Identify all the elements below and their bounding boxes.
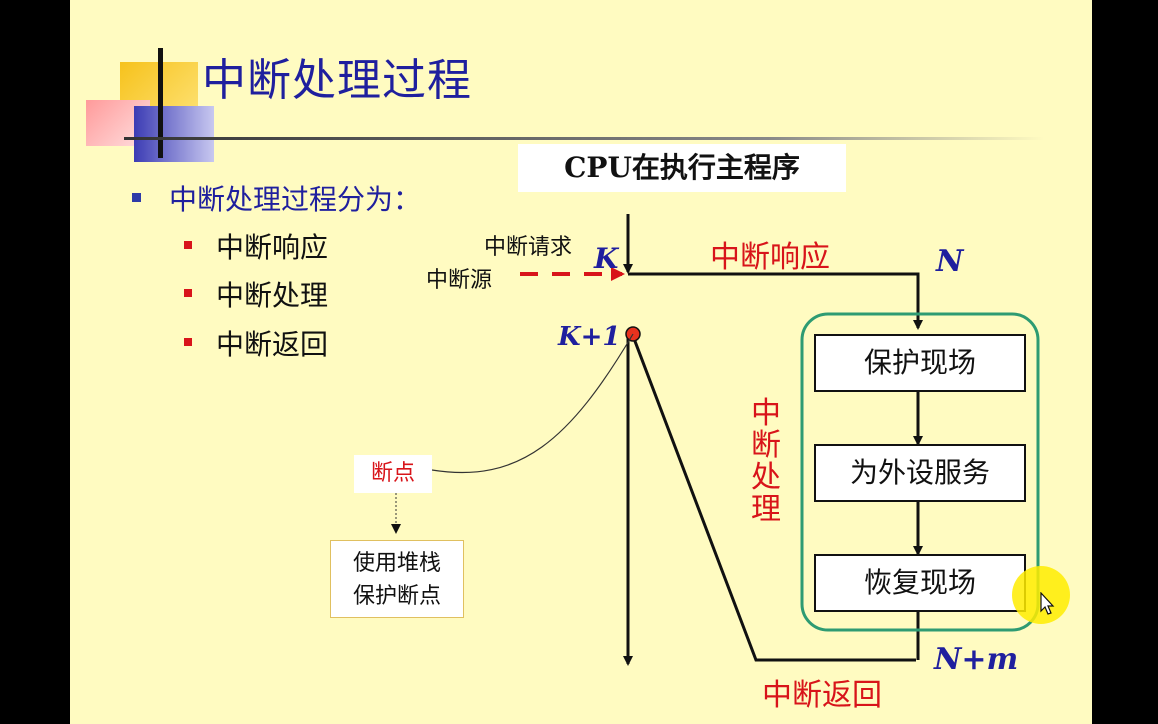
bullet-square-icon [132,192,141,202]
slide: 中断处理过程 中断处理过程分为： 中断响应 中断处理 中断返回 [70,0,1092,724]
vertical-char: 理 [751,492,781,527]
label-n: N [936,244,964,279]
label-k: K [594,242,619,275]
breakpoint-label: 断点 [354,455,432,493]
label-k-plus-1: K+1 [558,322,621,352]
return-path [631,335,916,662]
vertical-char: 处 [751,460,781,495]
mouse-cursor-icon [1040,592,1055,615]
interrupt-request-label: 中断请求 [484,235,573,260]
page-title: 中断处理过程 [202,55,472,106]
stack-note: 使用堆栈 保护断点 [330,540,464,618]
deco-blue-square [134,106,214,162]
vertical-char: 中 [751,396,781,431]
bullet-square-icon [184,338,192,346]
flow-diagram-lines [391,214,1040,666]
interrupt-return-label: 中断返回 [762,678,882,713]
bullet-item-response: 中断响应 [184,226,328,266]
bullet-item-text: 中断响应 [216,231,329,264]
bullet-main: 中断处理过程分为： [132,178,421,218]
title-underline [124,137,1044,140]
vertical-char: 断 [751,428,781,463]
stack-note-line: 保护断点 [352,584,441,609]
interrupt-handling-frame [800,312,1040,632]
interrupt-handling-vertical-label: 中 断 处 理 [750,398,782,526]
stack-note-line: 使用堆栈 [352,551,441,576]
bullet-item-text: 中断返回 [216,328,329,361]
response-path [628,272,923,330]
interrupt-response-label: 中断响应 [710,240,830,275]
step-service-device: 为外设服务 [814,444,1026,502]
bullet-item-text: 中断处理 [216,279,329,312]
step-restore-context: 恢复现场 [814,554,1026,612]
bullet-square-icon [184,289,192,297]
bullet-item-return: 中断返回 [184,323,328,363]
step-save-context: 保护现场 [814,334,1026,392]
interrupt-source-label: 中断源 [426,268,493,293]
cpu-main-program-box: CPU在执行主程序 [518,144,846,192]
bullet-item-handling: 中断处理 [184,274,328,314]
bullet-main-text: 中断处理过程分为： [169,183,422,216]
deco-vertical-bar [158,48,163,158]
breakpoint-leader [431,333,634,474]
label-n-plus-m: N+m [934,642,1019,677]
bullet-square-icon [184,241,192,249]
